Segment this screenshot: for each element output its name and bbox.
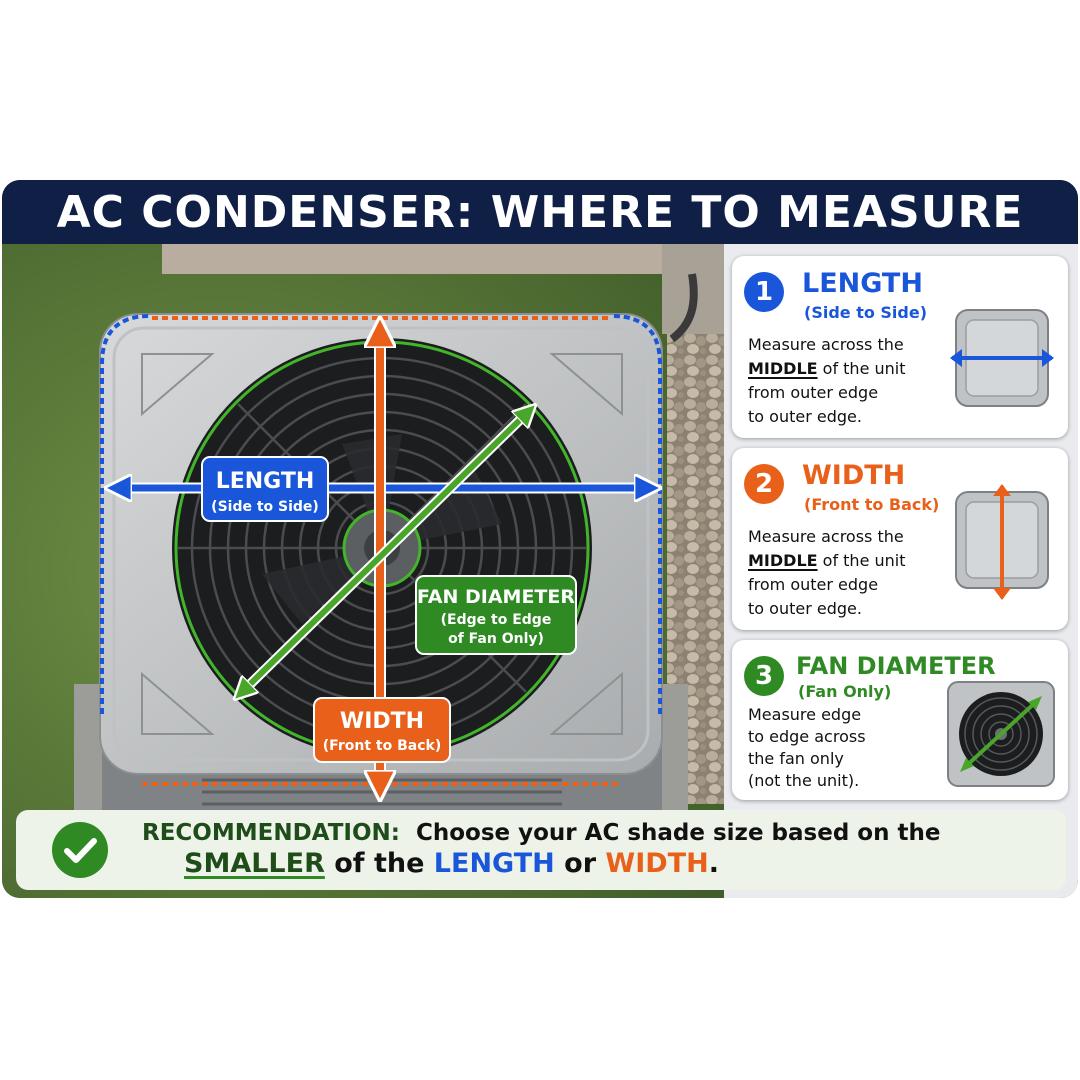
- recommendation-line-1: RECOMMENDATION: Choose your AC shade siz…: [142, 820, 940, 846]
- desc-line: MIDDLE of the unit: [748, 549, 906, 573]
- desc-line: Measure across the: [748, 335, 904, 354]
- rec-or: or: [554, 848, 606, 879]
- step-subtitle-length: (Side to Side): [804, 303, 928, 322]
- length-edge-right: [611, 314, 662, 714]
- desc-line: (not the unit).: [748, 771, 860, 790]
- rec-period: .: [708, 848, 719, 879]
- recommendation-label: RECOMMENDATION:: [142, 820, 400, 846]
- title-bar: AC CONDENSER: WHERE TO MEASURE: [2, 180, 1078, 244]
- desc-line: Measure edge: [748, 705, 862, 724]
- step-number-1: 1: [744, 272, 784, 312]
- rec-length: LENGTH: [433, 848, 555, 879]
- infographic-card: AC CONDENSER: WHERE TO MEASURE: [2, 180, 1078, 898]
- recommendation-text: Choose your AC shade size based on the: [415, 820, 941, 846]
- fan-label-sub2: of Fan Only): [448, 631, 544, 647]
- desc-line: from outer edge: [748, 575, 879, 594]
- step-title-length: LENGTH: [802, 268, 923, 299]
- step-card-length: 1 LENGTH (Side to Side) Measure across t…: [732, 256, 1068, 438]
- length-thumbnail-icon: [950, 309, 1054, 407]
- fan-diameter-label: FAN DIAMETER (Edge to Edge of Fan Only): [415, 575, 577, 655]
- desc-emphasis: MIDDLE: [748, 551, 818, 570]
- desc-line: MIDDLE of the unit: [748, 357, 906, 381]
- step-number-3: 3: [744, 656, 784, 696]
- step-desc-length: Measure across the MIDDLE of the unit fr…: [748, 333, 906, 429]
- step-subtitle-width: (Front to Back): [804, 495, 940, 514]
- length-edge-left: [100, 314, 151, 714]
- condenser-illustration: LENGTH (Side to Side) WIDTH (Front to Ba…: [2, 244, 724, 898]
- step-number-2: 2: [744, 464, 784, 504]
- panel-details: [141, 353, 623, 735]
- fan-label-sub1: (Edge to Edge: [441, 612, 552, 628]
- width-label-sub: (Front to Back): [323, 738, 441, 754]
- fan-label-title: FAN DIAMETER: [417, 586, 575, 608]
- refrigerant-pipe: [669, 273, 698, 343]
- step-card-fan-diameter: 3 FAN DIAMETER (Fan Only) Measure edge t…: [732, 640, 1068, 800]
- desc-line: to outer edge.: [748, 599, 862, 618]
- step-title-fan-diameter: FAN DIAMETER: [796, 652, 996, 680]
- rec-of-the: of the: [324, 848, 434, 879]
- desc-line: to edge across: [748, 727, 866, 746]
- smaller-emphasis: SMALLER: [184, 848, 325, 879]
- desc-line: the fan only: [748, 749, 844, 768]
- recommendation-bar: RECOMMENDATION: Choose your AC shade siz…: [16, 810, 1066, 890]
- step-title-width: WIDTH: [802, 460, 906, 491]
- page-title: AC CONDENSER: WHERE TO MEASURE: [56, 187, 1024, 238]
- width-label: WIDTH (Front to Back): [313, 697, 451, 763]
- fan-thumbnail-icon: [947, 681, 1055, 787]
- width-thumbnail-icon: [955, 484, 1049, 600]
- width-label-title: WIDTH: [340, 709, 424, 734]
- desc-line: Measure across the: [748, 527, 904, 546]
- fan-arrow: [242, 412, 528, 692]
- step-subtitle-fan-diameter: (Fan Only): [798, 682, 892, 701]
- recommendation-line-2: SMALLER of the LENGTH or WIDTH.: [184, 848, 719, 879]
- desc-emphasis: MIDDLE: [748, 359, 818, 378]
- desc-text: of the unit: [817, 551, 906, 570]
- desc-line: to outer edge.: [748, 407, 862, 426]
- desc-text: of the unit: [817, 359, 906, 378]
- length-label-sub: (Side to Side): [211, 499, 319, 515]
- desc-line: from outer edge: [748, 383, 879, 402]
- step-desc-fan-diameter: Measure edge to edge across the fan only…: [748, 704, 866, 792]
- rec-width: WIDTH: [605, 848, 709, 879]
- length-label: LENGTH (Side to Side): [201, 456, 329, 522]
- step-desc-width: Measure across the MIDDLE of the unit fr…: [748, 525, 906, 621]
- house-wall: [162, 244, 724, 274]
- length-label-title: LENGTH: [216, 469, 315, 494]
- checkmark-icon: [52, 822, 108, 878]
- step-card-width: 2 WIDTH (Front to Back) Measure across t…: [732, 448, 1068, 630]
